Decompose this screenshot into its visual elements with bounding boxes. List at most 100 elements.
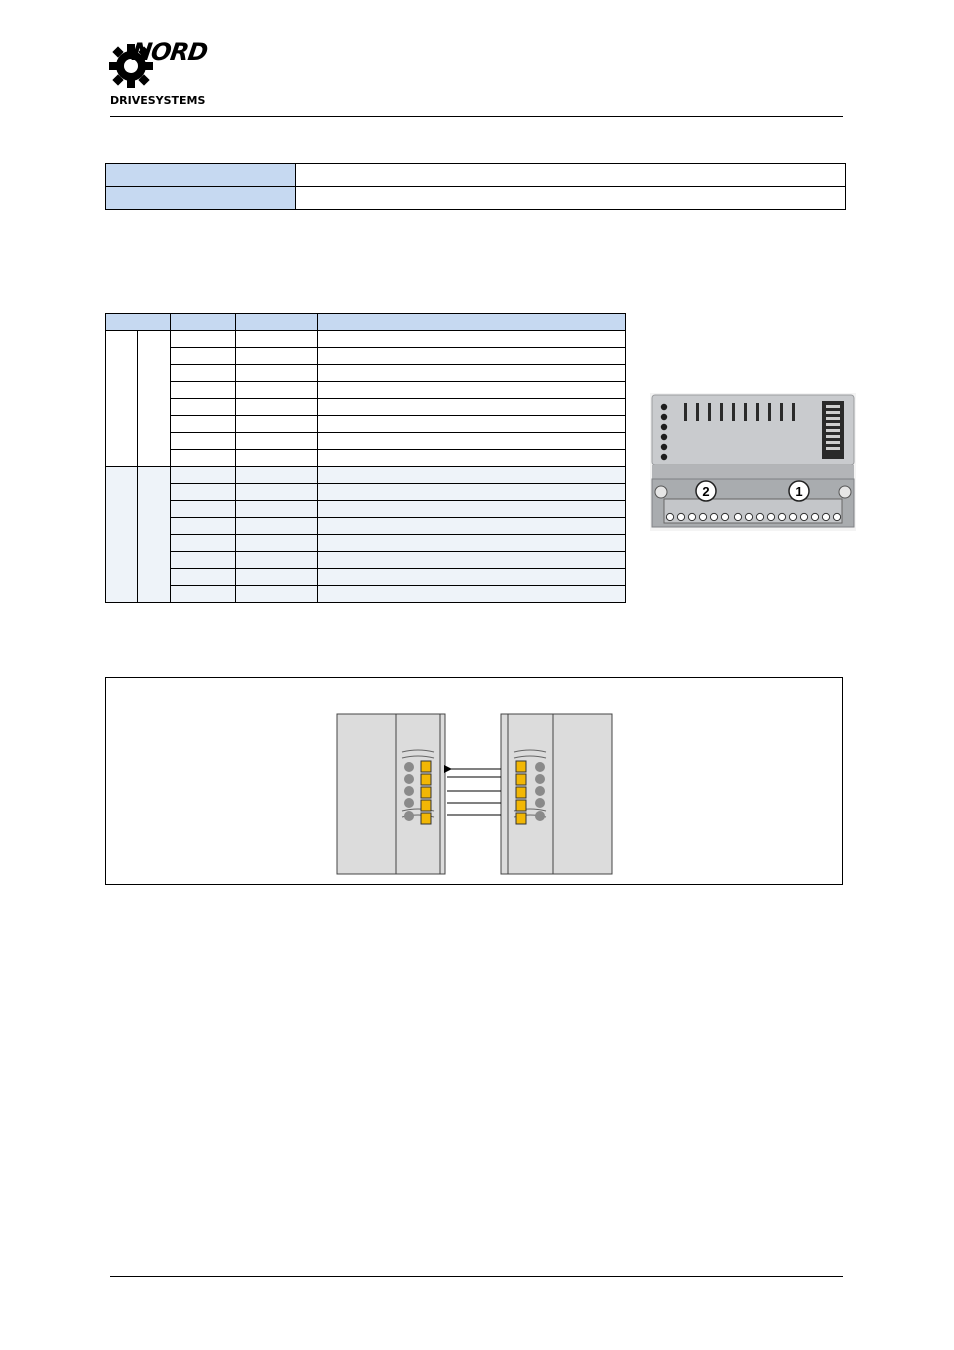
table-cell [170,398,236,416]
table-cell [235,517,318,535]
table-cell [235,466,318,484]
table-cell [170,517,236,535]
table-cell [317,364,626,382]
status-leds [660,403,668,461]
header-cell [105,313,171,331]
table-cell [170,568,236,586]
table-row [106,381,626,399]
table-cell [317,551,626,569]
table-row [106,500,626,518]
table-cell [317,500,626,518]
table-cell [170,415,236,433]
logo-brand-text: NORD [130,38,209,66]
table-row [106,551,626,569]
table-row [106,415,626,433]
table-cell [235,568,318,586]
table-cell [317,466,626,484]
info-row [105,186,846,210]
info-table [105,163,846,210]
nord-logo: NORD DRIVESYSTEMS [108,36,209,112]
left-module [336,713,446,875]
table-cell [235,432,318,450]
info-value-cell [295,163,846,187]
table-row [105,330,626,467]
group-cell [105,466,138,603]
table-cell [170,347,236,365]
table-row [106,534,626,552]
wiring-diagram-frame [105,677,843,885]
table-cell [235,585,318,603]
table-cell [317,432,626,450]
table-cell [170,364,236,382]
terminal-strip [663,498,843,524]
table-cell [317,568,626,586]
right-module [500,713,613,875]
table-cell [235,483,318,501]
table-cell [170,466,236,484]
table-cell [317,330,626,348]
device-photo: 2 1 [650,393,856,531]
wiring-diagram [336,713,613,875]
header-cell [170,313,236,331]
table-cell [235,381,318,399]
table-cell [317,483,626,501]
table-cell [170,330,236,348]
table-cell [235,347,318,365]
table-cell [317,585,626,603]
table-row [106,432,626,450]
gear-icon [109,44,153,88]
table-cell [235,364,318,382]
left-terminals [420,760,432,825]
table-cell [170,432,236,450]
left-leds [404,762,414,821]
table-cell [235,330,318,348]
logo-subtitle: DRIVESYSTEMS [110,94,206,107]
header-cell [235,313,318,331]
table-cell [170,534,236,552]
right-leds [535,762,545,821]
info-value-cell [295,186,846,210]
header-divider [110,116,843,117]
table-row [106,398,626,416]
callout-1: 1 [788,480,810,502]
info-label-cell [105,163,296,187]
table-cell [170,381,236,399]
info-row [105,163,846,187]
svg-text:1: 1 [795,484,802,499]
table-row [106,568,626,586]
table-cell [235,415,318,433]
table-cell [317,347,626,365]
table-row [106,483,626,501]
table-cell [317,398,626,416]
table-cell [235,534,318,552]
table-cell [235,500,318,518]
terminal-table-header [105,313,626,331]
table-cell [317,534,626,552]
right-terminals [515,760,527,825]
table-row [106,347,626,365]
group-cell [137,330,171,467]
table-cell [317,381,626,399]
table-row [106,364,626,382]
table-row [105,466,626,603]
table-cell [235,551,318,569]
footer-divider [110,1276,843,1277]
callout-2: 2 [695,480,717,502]
group-cell [105,330,138,467]
table-row [106,517,626,535]
group-cell [137,466,171,603]
table-cell [317,449,626,467]
connector-slots [684,403,795,421]
table-cell [170,449,236,467]
table-cell [170,585,236,603]
svg-text:2: 2 [702,484,709,499]
table-cell [235,398,318,416]
table-cell [170,551,236,569]
table-row [106,449,626,467]
table-cell [235,449,318,467]
header-cell [317,313,626,331]
table-cell [317,415,626,433]
terminal-table [105,313,626,603]
table-cell [317,517,626,535]
table-cell [170,500,236,518]
